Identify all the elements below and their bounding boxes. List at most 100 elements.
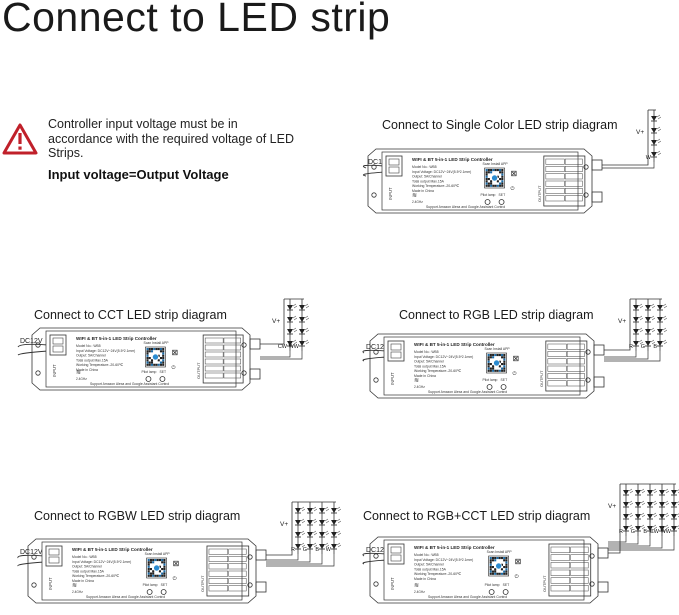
qr-module — [489, 363, 492, 366]
output-terminal — [550, 554, 571, 561]
output-cable-clamp — [597, 581, 609, 593]
led-light-ray-icon — [304, 339, 310, 345]
qr-module — [494, 169, 497, 172]
output-terminal — [223, 344, 241, 351]
qr-module — [161, 559, 164, 562]
wifi-icon: ≋ — [72, 583, 77, 589]
led-diode-icon — [307, 520, 313, 525]
qr-module — [503, 367, 506, 370]
vplus-wire — [266, 502, 293, 556]
led-light-ray-icon — [300, 530, 306, 536]
output-terminal — [566, 343, 585, 350]
input-terminal — [388, 166, 400, 174]
qr-module — [494, 559, 497, 562]
qr-module — [146, 352, 149, 355]
qr-module — [491, 570, 494, 573]
led-light-ray-icon — [638, 327, 644, 333]
mounting-hole — [247, 554, 253, 560]
led-strip-b: B — [266, 502, 330, 565]
channel-label-w: W — [326, 547, 332, 553]
controller-spec-line: Model No.: WB5 — [412, 165, 437, 169]
output-terminal — [204, 365, 224, 372]
qr-module — [496, 175, 499, 178]
qr-module — [158, 559, 161, 562]
mounting-hole — [373, 377, 379, 383]
qr-module — [150, 350, 154, 353]
led-light-ray-icon — [662, 327, 668, 333]
led-strip-r: R — [604, 299, 644, 358]
qr-module — [489, 572, 492, 575]
led-diode-icon — [287, 305, 293, 310]
channel-label-w: W — [646, 155, 652, 161]
led-diode-icon — [645, 317, 651, 322]
vplus-wire — [604, 299, 631, 351]
qr-module — [503, 369, 506, 372]
qr-module — [489, 559, 492, 562]
qr-module — [499, 171, 502, 174]
qr-module — [494, 184, 497, 187]
output-terminal — [547, 351, 567, 357]
input-cable — [17, 343, 49, 348]
output-terminal — [223, 365, 241, 372]
led-light-ray-icon — [336, 518, 342, 524]
qr-module — [496, 169, 499, 172]
controller-body — [31, 327, 251, 391]
output-cable-clamp — [249, 368, 261, 380]
qr-module — [162, 350, 165, 353]
led-diode-icon — [651, 140, 657, 145]
set-label: SET — [499, 193, 506, 197]
led-diode-icon — [319, 532, 325, 537]
qr-module — [503, 572, 506, 575]
qr-module — [485, 171, 488, 174]
led-diode-icon — [651, 116, 657, 121]
controller-spec-line: Output: 5A/Channel — [412, 175, 442, 179]
mounting-hole — [583, 164, 589, 170]
qr-module — [152, 570, 155, 573]
qr-module — [150, 361, 154, 364]
set-button — [160, 589, 167, 595]
led-light-ray-icon — [336, 506, 342, 512]
channel-wire — [608, 536, 639, 545]
qr-module — [496, 557, 499, 560]
qr-module — [149, 561, 152, 564]
input-connector — [49, 334, 67, 356]
output-terminal — [564, 188, 583, 194]
qr-module — [505, 559, 508, 562]
qr-module — [159, 350, 163, 353]
led-diode-icon — [295, 544, 301, 549]
led-diode-icon — [647, 502, 653, 507]
output-terminal — [208, 570, 229, 577]
weee-bin-icon: ⊠ — [171, 348, 178, 357]
led-diode-icon — [647, 526, 653, 531]
output-terminal-block — [545, 340, 588, 392]
wifi-label: 2.4GHz — [414, 385, 425, 389]
qr-module — [490, 180, 493, 183]
qr-module — [501, 369, 504, 372]
led-diode-icon — [633, 305, 639, 310]
vplus-wire — [260, 299, 285, 345]
led-diode-icon — [635, 526, 641, 531]
vplus-label: V+ — [280, 521, 288, 528]
qr-module — [501, 169, 504, 172]
input-cable — [362, 356, 387, 362]
wifi-icon: ≋ — [412, 193, 417, 199]
qr-module — [489, 570, 492, 573]
qr-module — [162, 363, 165, 366]
qr-module — [158, 570, 161, 573]
wifi-label: 2.4GHz — [414, 590, 425, 594]
mounting-hole — [373, 581, 379, 587]
vplus-label: V+ — [272, 318, 280, 325]
input-terminal — [390, 554, 402, 562]
qr-module — [487, 356, 490, 359]
channel-label-g: G — [303, 547, 307, 553]
set-button — [498, 199, 505, 205]
output-terminal — [228, 563, 247, 570]
mounting-hole — [585, 349, 591, 355]
led-diode-icon — [623, 490, 629, 495]
support-text: Support Amazon Alexa and Google Assistan… — [426, 205, 505, 209]
output-terminal — [208, 548, 229, 555]
led-light-ray-icon — [662, 339, 668, 345]
led-light-ray-icon — [662, 303, 668, 309]
controller-spec-line: Input Voltage: DC12V~24V(5.5*2.1mm) — [76, 349, 135, 353]
